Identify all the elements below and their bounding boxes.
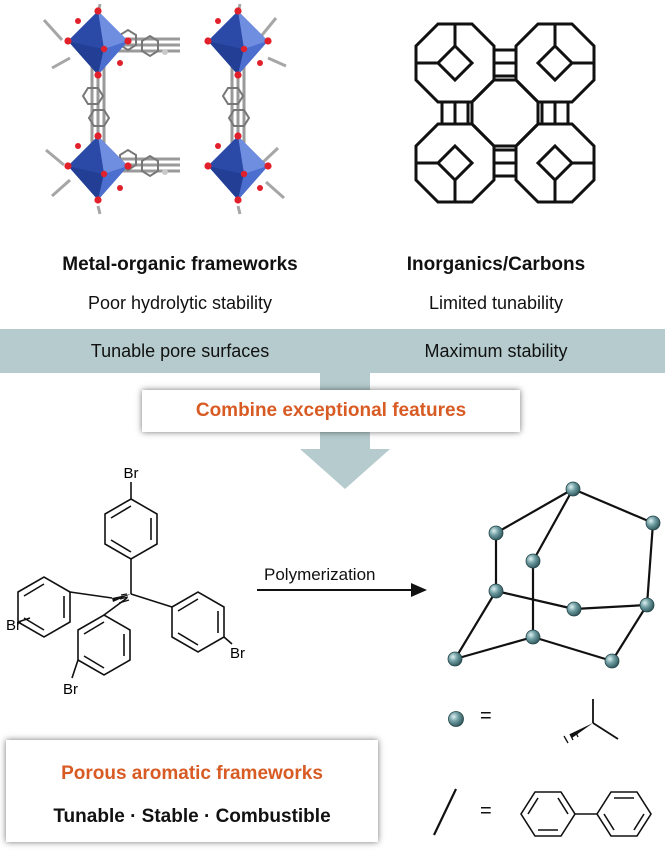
br-label-bottom: Br	[63, 681, 78, 698]
inorganic-drawback: Limited tunability	[428, 293, 564, 313]
combine-box	[142, 390, 520, 432]
legend-node-equals: =	[480, 705, 492, 727]
paf-box	[6, 740, 378, 842]
paf-title: Porous aromatic frameworks	[61, 763, 323, 784]
zeolite-framework-image	[414, 22, 596, 204]
legend-bond-equals: =	[480, 800, 492, 822]
br-label-right: Br	[230, 645, 245, 662]
combine-label: Combine exceptional features	[195, 400, 467, 421]
inorganic-strength: Maximum stability	[424, 341, 568, 361]
reaction-arrow	[257, 583, 427, 597]
legend-node-icon	[448, 711, 464, 727]
tetrahedral-carbon-icon	[563, 699, 619, 744]
biphenyl-icon	[520, 791, 652, 837]
inorganic-title: Inorganics/Carbons	[406, 254, 586, 275]
legend-bond-icon	[433, 788, 457, 836]
mof-drawback: Poor hydrolytic stability	[87, 293, 273, 313]
mof-title: Metal-organic frameworks	[62, 254, 298, 275]
strengths-band	[0, 329, 665, 373]
br-label-top: Br	[124, 465, 139, 482]
mof-structure-image	[42, 3, 287, 215]
monomer-structure: Br Br Br Br	[6, 465, 245, 698]
diamondoid-network	[447, 481, 661, 669]
mof-strength: Tunable pore surfaces	[90, 341, 270, 361]
reaction-arrow-label: Polymerization	[264, 565, 376, 584]
paf-features: Tunable · Stable · Combustible	[53, 806, 331, 827]
br-label-left: Br	[6, 617, 21, 634]
